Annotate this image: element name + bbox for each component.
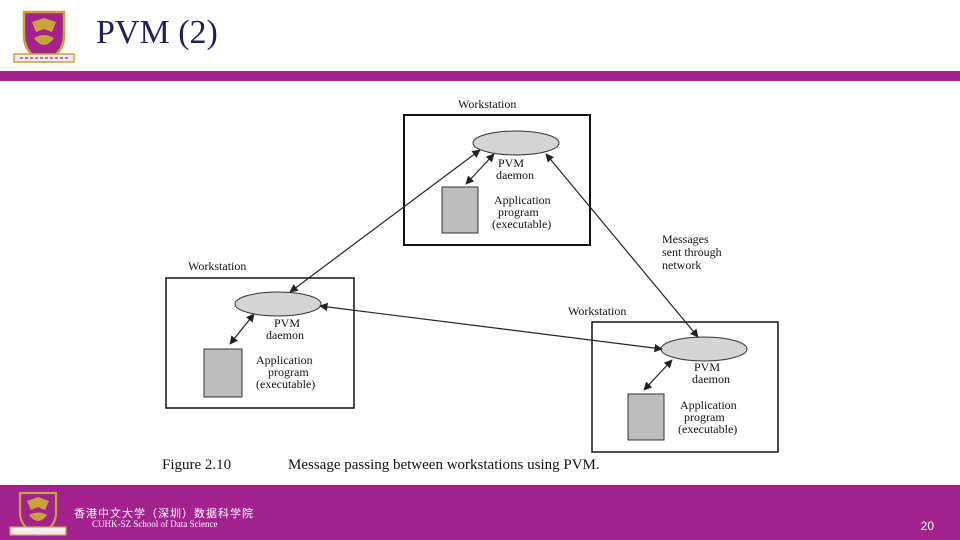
app-right-l1: Application — [680, 398, 737, 412]
daemon-top — [472, 130, 560, 156]
figure-caption-number: Figure 2.10 — [162, 457, 231, 473]
page-title: PVM (2) — [96, 14, 218, 51]
app-right-box — [627, 393, 665, 441]
university-logo — [13, 10, 75, 64]
footer-logo — [9, 491, 67, 537]
daemon-top-l1: PVM — [498, 156, 524, 170]
arrow-top-left — [289, 149, 481, 293]
daemon-top-l2: daemon — [496, 168, 534, 182]
arrow-top-right — [545, 153, 699, 338]
app-left-l1: Application — [256, 353, 313, 367]
pvm-diagram: Workstation PVM daemon Application progr… — [162, 97, 779, 473]
app-left-l2: program — [268, 365, 309, 379]
ws-left-label: Workstation — [188, 259, 246, 273]
app-left-l3: (executable) — [256, 377, 315, 391]
app-top-l3: (executable) — [492, 217, 551, 231]
app-top-box — [441, 186, 479, 234]
app-right-l3: (executable) — [678, 422, 737, 436]
figure-caption-text: Message passing between workstations usi… — [288, 457, 600, 473]
arrow-right-internal — [643, 359, 673, 391]
ws-top-label: Workstation — [458, 97, 516, 111]
daemon-left-l2: daemon — [266, 328, 304, 342]
arrow-left-internal — [229, 313, 255, 345]
daemon-right-l2: daemon — [692, 372, 730, 386]
slide-header: PVM (2) — [0, 0, 960, 72]
ws-right-label: Workstation — [568, 304, 626, 318]
arrow-left-right — [319, 302, 663, 353]
daemon-right-l1: PVM — [694, 360, 720, 374]
daemon-right — [660, 336, 748, 362]
app-top-l1: Application — [494, 193, 551, 207]
messages-l2: sent through — [662, 245, 722, 259]
school-name-cn: 香港中文大学（深圳）数据科学院 — [74, 507, 254, 520]
app-right-l2: program — [684, 410, 725, 424]
page-number: 20 — [920, 519, 934, 533]
app-left-box — [203, 348, 243, 398]
messages-l3: network — [662, 258, 701, 272]
header-bar — [0, 71, 960, 81]
app-top-l2: program — [498, 205, 539, 219]
messages-l1: Messages — [662, 232, 709, 246]
daemon-left — [234, 291, 322, 317]
daemon-left-l1: PVM — [274, 316, 300, 330]
footer-bar — [0, 485, 960, 540]
school-name-en: CUHK-SZ School of Data Science — [92, 519, 218, 529]
